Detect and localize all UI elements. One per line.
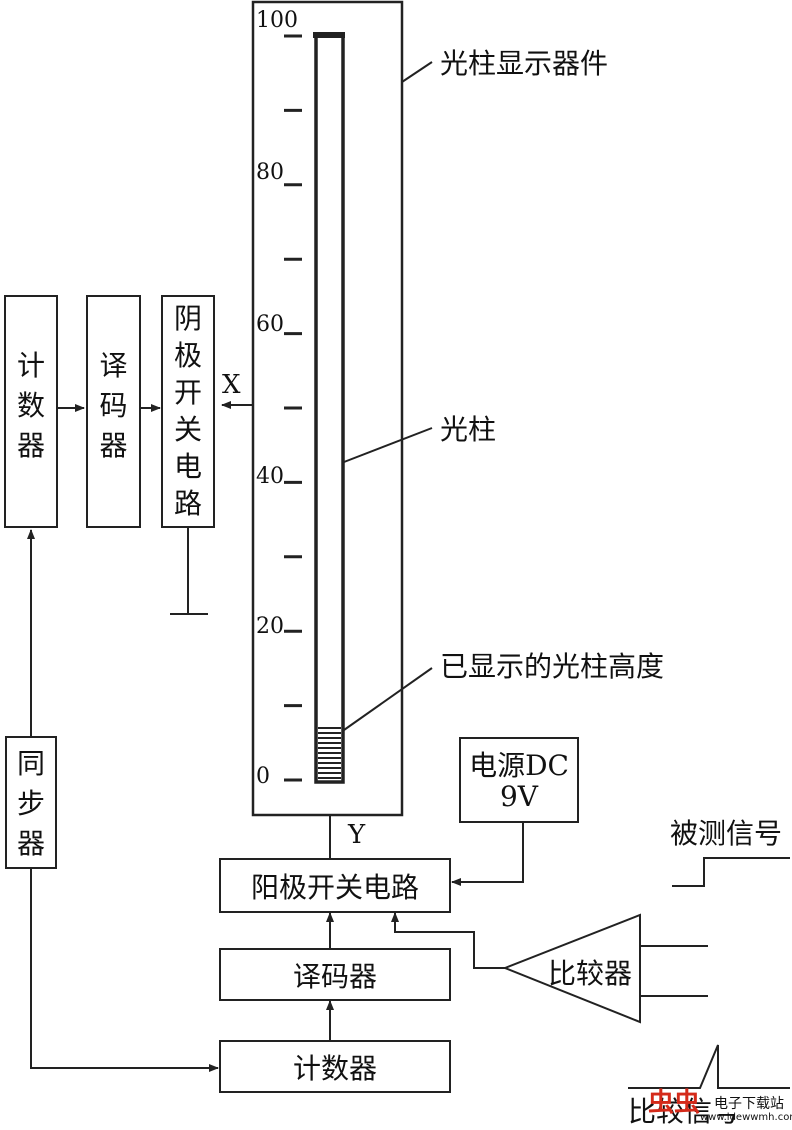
power-label-line1: 电源DC [469, 749, 569, 782]
light-bar-leader [343, 427, 433, 463]
power-to-anode-line [451, 822, 524, 886]
watermark-url: www.ldewwmh.com [700, 1112, 792, 1123]
scale-label-0: 0 [256, 764, 270, 789]
scale-label-80: 80 [256, 160, 284, 185]
displayed-height-leader [343, 667, 433, 731]
scale-tick-marks [284, 34, 302, 782]
anode-switch-label: 阳极开关电路 [250, 871, 419, 904]
counter-char-2: 数 [16, 389, 45, 422]
comparator-to-anode-line [391, 912, 505, 969]
decoder-box-bottom [219, 948, 451, 1001]
watermark-logo-icon: 虫虫 [648, 1088, 701, 1118]
cathode-switch-box [161, 295, 215, 528]
cathode-char-6: 路 [173, 487, 202, 520]
decoder-label-left: 译 码 器 [86, 346, 141, 466]
x-label: X [222, 370, 241, 400]
sync-to-bottom-counter-line [30, 868, 219, 1072]
sync-box [5, 736, 57, 869]
compare-signal-waveform [628, 1044, 790, 1089]
cathode-switch-label: 阴 极 开 关 电 路 [161, 300, 215, 522]
sync-char-2: 步 [16, 787, 45, 820]
cathode-char-3: 开 [173, 376, 202, 409]
display-device-label: 光柱显示器件 [440, 47, 609, 80]
counter-char-1: 计 [16, 349, 45, 382]
display-device-frame [251, 0, 404, 817]
power-label-line2: 9V [499, 780, 539, 813]
counter-box-left [4, 295, 58, 528]
counter-label-bottom: 计数器 [292, 1052, 377, 1085]
light-bar-tube [314, 32, 345, 784]
measured-signal-label: 被测信号 [670, 817, 783, 850]
measured-signal-waveform [672, 857, 790, 887]
light-bar-filled-segments [318, 727, 341, 779]
sync-label: 同 步 器 [5, 744, 57, 864]
cathode-char-2: 极 [173, 339, 202, 372]
scale-label-60: 60 [256, 312, 284, 337]
decoder-box-left [86, 295, 141, 528]
cathode-char-4: 关 [173, 413, 202, 446]
counter-char-3: 器 [16, 429, 45, 462]
display-device-leader [401, 61, 433, 83]
counter-box-bottom [219, 1040, 451, 1093]
decoder-label-bottom: 译码器 [292, 960, 377, 993]
watermark-site-name: 电子下载站 [712, 1092, 786, 1114]
displayed-height-label: 已显示的光柱高度 [440, 650, 665, 683]
scale-label-40: 40 [256, 464, 284, 489]
y-label: Y [348, 820, 366, 850]
comparator-triangle [502, 913, 641, 1024]
decoder-char-3: 器 [99, 429, 128, 462]
sync-char-1: 同 [16, 747, 45, 780]
cathode-char-5: 电 [173, 450, 202, 483]
light-bar-label: 光柱 [440, 413, 497, 446]
sync-char-3: 器 [16, 827, 45, 860]
anode-switch-box [219, 858, 451, 913]
decoder-char-2: 码 [99, 389, 128, 422]
counter-label-left: 计 数 器 [4, 346, 58, 466]
decoder-char-1: 译 [99, 349, 128, 382]
comparator-label: 比较器 [548, 957, 633, 990]
cathode-char-1: 阴 [173, 302, 202, 335]
power-box [459, 737, 579, 823]
scale-label-100: 100 [256, 8, 298, 33]
scale-label-20: 20 [256, 614, 284, 639]
